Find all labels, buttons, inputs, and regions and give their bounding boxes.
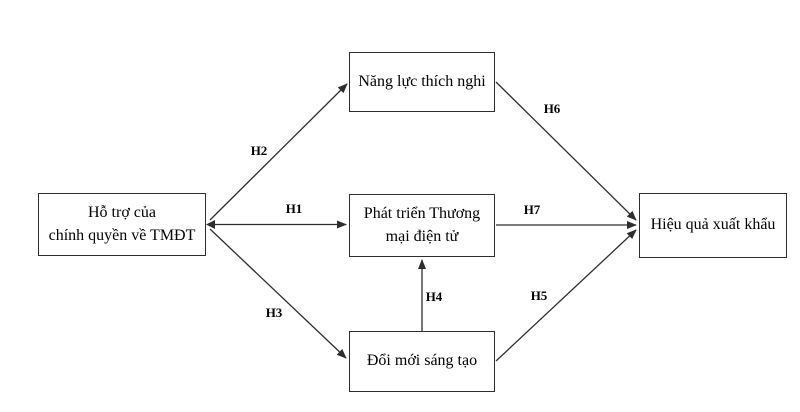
hypothesis-label-h3: H3 bbox=[265, 305, 283, 320]
hypothesis-label-h1: H1 bbox=[285, 201, 303, 216]
hypothesis-label-h7: H7 bbox=[523, 202, 541, 217]
box-adaptive-capacity: Năng lực thích nghi bbox=[349, 52, 495, 112]
hypothesis-label-h6: H6 bbox=[543, 101, 561, 116]
box-adaptive-capacity-label: Năng lực thích nghi bbox=[358, 72, 486, 90]
box-government-support: Hỗ trợ của chính quyền về TMĐT bbox=[38, 193, 206, 256]
box-export-performance: Hiệu quả xuất khẩu bbox=[639, 193, 787, 258]
box-ecommerce-development-line1: Phát triển Thương bbox=[363, 205, 481, 223]
hypothesis-label-h5: H5 bbox=[530, 288, 548, 303]
box-innovation: Đổi mới sáng tạo bbox=[349, 331, 495, 392]
arrow-h2 bbox=[209, 83, 348, 221]
arrow-h5 bbox=[495, 229, 637, 362]
box-ecommerce-development-line2: mại điện tử bbox=[385, 227, 459, 245]
box-ecommerce-development: Phát triển Thương mại điện tử bbox=[349, 194, 495, 257]
hypothesis-label-h2: H2 bbox=[250, 143, 268, 158]
arrow-h3 bbox=[209, 228, 347, 359]
box-government-support-line1: Hỗ trợ của bbox=[88, 204, 156, 222]
box-government-support-line2: chính quyền về TMĐT bbox=[48, 226, 196, 244]
hypothesis-label-h4: H4 bbox=[425, 289, 443, 304]
box-export-performance-label: Hiệu quả xuất khẩu bbox=[650, 216, 776, 234]
box-innovation-label: Đổi mới sáng tạo bbox=[366, 352, 478, 370]
arrow-h6 bbox=[495, 81, 637, 221]
